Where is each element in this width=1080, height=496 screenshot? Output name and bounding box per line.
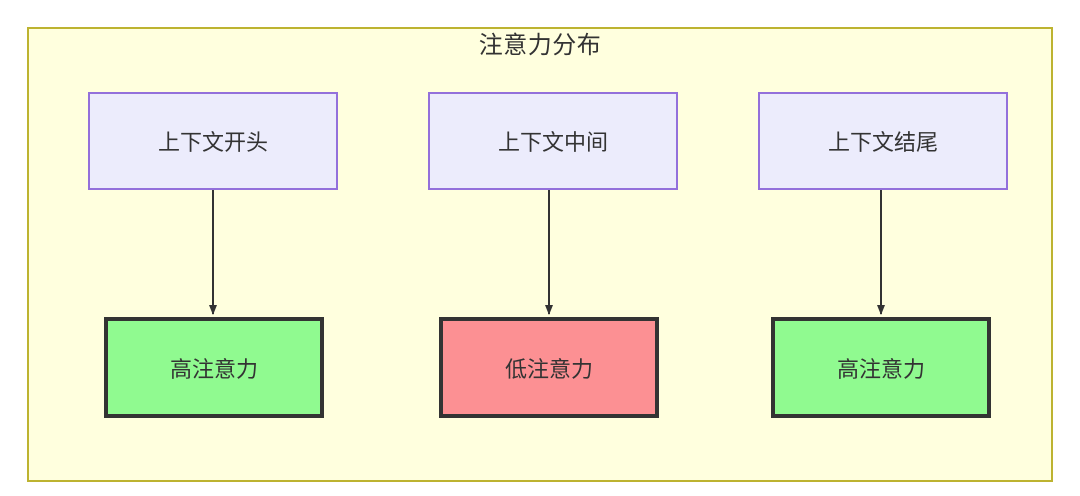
- node-attn-low-label: 低注意力: [504, 356, 593, 382]
- node-ctx-start[interactable]: 上下文开头: [88, 92, 338, 190]
- node-ctx-end[interactable]: 上下文结尾: [758, 92, 1008, 190]
- node-attn-high-2[interactable]: 高注意力: [771, 317, 991, 418]
- node-ctx-mid[interactable]: 上下文中间: [428, 92, 678, 190]
- subgraph-title: 注意力分布: [478, 32, 602, 59]
- node-ctx-end-label: 上下文结尾: [827, 130, 938, 155]
- node-ctx-mid-label: 上下文中间: [497, 130, 608, 155]
- node-ctx-start-label: 上下文开头: [157, 130, 268, 155]
- node-attn-high-1[interactable]: 高注意力: [104, 317, 324, 418]
- node-attn-high-1-label: 高注意力: [169, 356, 258, 382]
- node-attn-high-2-label: 高注意力: [836, 356, 925, 382]
- node-attn-low[interactable]: 低注意力: [439, 317, 659, 418]
